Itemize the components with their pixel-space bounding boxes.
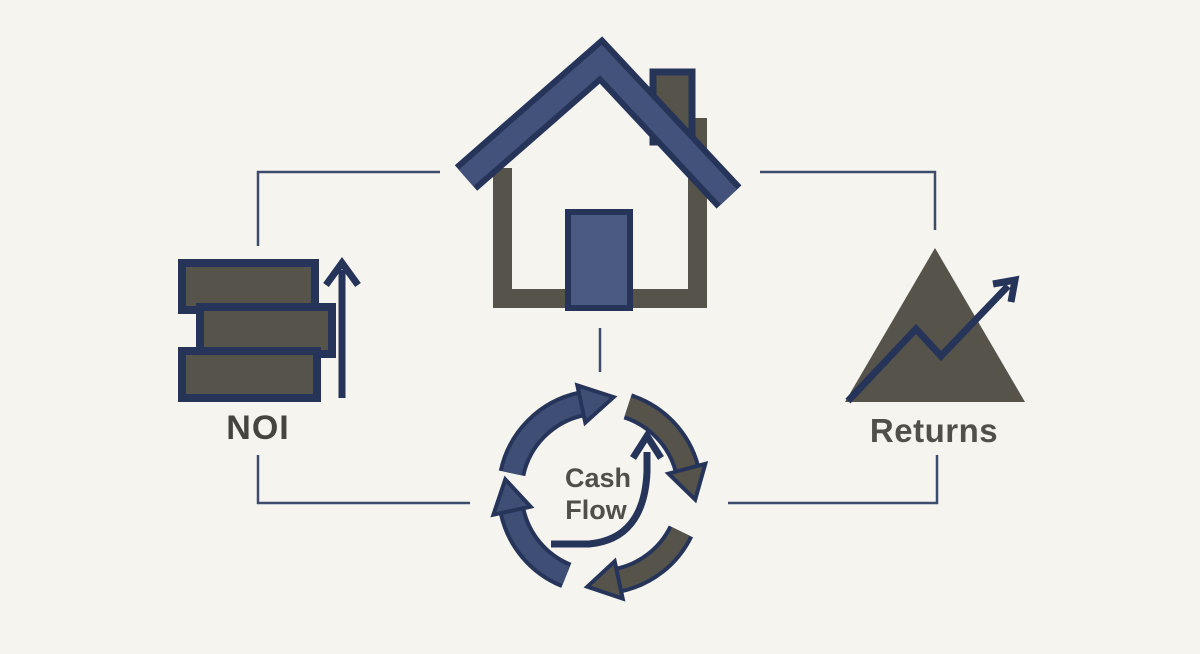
cycle-arrowhead-top [574, 382, 618, 427]
noi-label: NOI [226, 409, 289, 447]
cycle-arrowhead-left [490, 475, 535, 518]
cash-bar-bottom [178, 347, 321, 402]
cash-flow-label-line2: Flow [565, 495, 627, 525]
trend-arrow-icon [845, 275, 1020, 404]
growth-curve-line [551, 452, 651, 548]
connector-cashflow-to-returns [728, 455, 939, 505]
growth-curve-head [630, 429, 664, 460]
connector-house-to-returns [760, 170, 937, 230]
connector-noi-to-cashflow [256, 455, 470, 505]
returns-label: Returns [870, 412, 998, 449]
cash-bar-middle [196, 303, 336, 358]
cycle-arrowhead-bottom [583, 557, 626, 602]
noi-node: NOI [178, 257, 361, 447]
up-arrow-head [323, 257, 361, 288]
cash-flow-label-line1: Cash [565, 463, 631, 493]
cycle-arc-top-left-fill [502, 394, 584, 476]
cash-flow-node: Cash Flow [490, 382, 709, 602]
returns-node: Returns [845, 248, 1025, 449]
mountain-icon [845, 248, 1025, 402]
roof [458, 44, 738, 205]
trend-arrow-head [992, 275, 1020, 303]
house-icon [454, 36, 742, 311]
cycle-arc-bottom-right-fill [616, 526, 690, 590]
connector-lines [256, 170, 939, 505]
growth-curve-icon [551, 429, 664, 548]
cycle-arc-top-right-fill [624, 397, 697, 472]
cycle-arrowhead-right [664, 460, 709, 504]
cycle-arc-bottom-left-fill [502, 508, 571, 585]
cycle-arrows-icon [490, 382, 709, 602]
door [565, 209, 633, 311]
connector-house-to-noi [256, 170, 440, 246]
trend-arrow-line [845, 283, 1011, 404]
cash-bar-top [178, 259, 319, 314]
house-left-wall [493, 168, 512, 308]
cash-stack-icon [178, 259, 336, 402]
up-arrow-icon [323, 257, 361, 398]
